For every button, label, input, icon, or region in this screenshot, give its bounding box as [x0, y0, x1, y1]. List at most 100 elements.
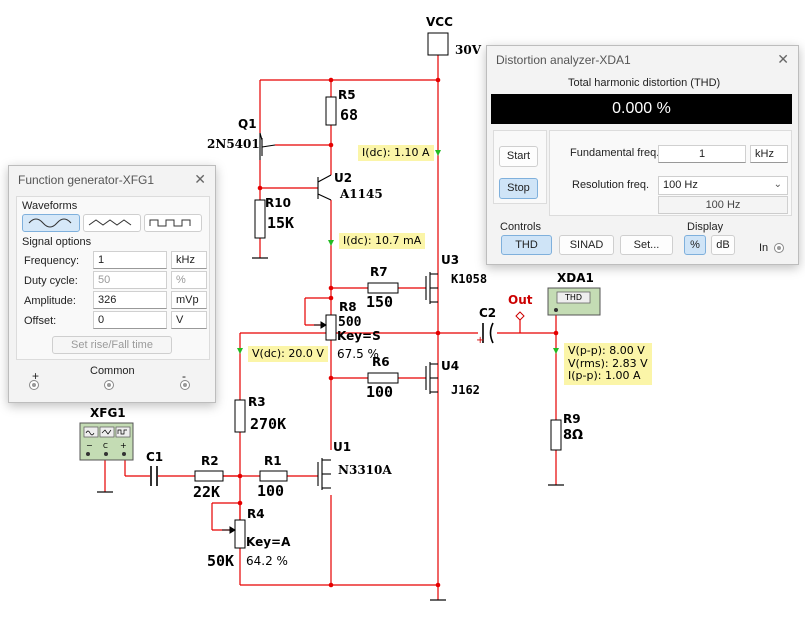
xda1-screen-text: THD [565, 293, 583, 302]
u1-name: U1 [333, 440, 352, 454]
fg-signal-options-label: Signal options [22, 236, 92, 248]
u4-name: U4 [441, 359, 460, 373]
da-fundamental-label: Fundamental freq. [570, 147, 660, 159]
transistor-q1 [259, 132, 276, 160]
da-close-icon[interactable]: ✕ [777, 51, 789, 67]
r5-value: 68 [340, 106, 359, 124]
sine-wave-icon [28, 218, 72, 228]
r3-name: R3 [248, 395, 266, 409]
da-fundamental-input[interactable]: 1 [658, 145, 746, 163]
da-resolution-selected: 100 Hz [663, 179, 698, 191]
fg-frequency-unit[interactable]: kHz [171, 251, 207, 269]
fg-amplitude-input[interactable]: 326 [93, 291, 167, 309]
r4-value: 50K [207, 552, 235, 570]
svg-text:C: C [103, 442, 108, 450]
function-generator-window[interactable]: Function generator-XFG1 ✕ Waveforms Sign… [8, 165, 216, 403]
fg-plus-terminal[interactable] [29, 380, 39, 390]
da-db-button[interactable]: dB [711, 235, 735, 255]
da-thd-display: 0.000 % [491, 94, 792, 124]
fg-minus-terminal[interactable] [180, 380, 190, 390]
triangle-wave-button[interactable] [83, 214, 141, 232]
r7-value: 150 [366, 293, 394, 311]
probe-vdc: V(dc): 20.0 V [248, 346, 328, 362]
fg-offset-unit[interactable]: V [171, 311, 207, 329]
da-resolution-select[interactable]: 100 Hz ⌄ [658, 176, 788, 195]
vcc-value: 30V [455, 43, 482, 57]
r8-value: 500 [338, 315, 362, 330]
xfg1-instrument: − C + [79, 422, 134, 461]
r8-percent: 67.5 % [337, 347, 379, 361]
pot-wipers [222, 321, 327, 534]
fg-close-icon[interactable]: ✕ [194, 171, 206, 187]
r1-name: R1 [264, 454, 282, 468]
q1-name: Q1 [238, 117, 257, 131]
r2-value: 22K [193, 483, 221, 501]
fg-minus-label: - [182, 369, 186, 383]
u4-part: J162 [451, 383, 480, 397]
fg-duty-label: Duty cycle: [24, 275, 78, 287]
fg-plus-label: + [32, 369, 40, 383]
da-fundamental-unit[interactable]: kHz [750, 145, 788, 163]
r8-key: Key=S [337, 329, 381, 343]
mosfet-u4 [425, 362, 438, 394]
u2-name: U2 [334, 171, 353, 185]
r10-name: R10 [265, 196, 291, 210]
set-rise-fall-button[interactable]: Set rise/Fall time [52, 336, 172, 354]
r5-name: R5 [338, 88, 356, 102]
xda1-instrument [547, 287, 601, 316]
da-set-button[interactable]: Set... [620, 235, 673, 255]
r8-name: R8 [339, 300, 357, 314]
da-title: Distortion analyzer-XDA1 [496, 53, 631, 67]
da-stop-button[interactable]: Stop [499, 178, 538, 199]
fg-amplitude-label: Amplitude: [24, 295, 76, 307]
fg-amplitude-unit[interactable]: mVp [171, 291, 207, 309]
fg-title: Function generator-XFG1 [18, 173, 155, 187]
da-start-button[interactable]: Start [499, 146, 538, 167]
fg-frequency-label: Frequency: [24, 255, 80, 267]
vcc-source [427, 32, 449, 56]
fg-common-terminal[interactable] [104, 380, 114, 390]
da-thd-header: Total harmonic distortion (THD) [568, 77, 721, 89]
probe-idc-vcc: I(dc): 1.10 A [358, 145, 434, 161]
square-wave-icon [149, 219, 191, 227]
fg-waveforms-label: Waveforms [22, 200, 78, 212]
fg-offset-input[interactable]: 0 [93, 311, 167, 329]
r4-name: R4 [247, 507, 265, 521]
da-display-label: Display [687, 221, 724, 233]
r6-name: R6 [372, 355, 390, 369]
distortion-analyzer-window[interactable]: Distortion analyzer-XDA1 ✕ Total harmoni… [486, 45, 799, 265]
xda1-name: XDA1 [557, 271, 594, 285]
c1-name: C1 [146, 450, 164, 464]
da-input-label: In [759, 242, 769, 254]
svg-text:+: + [476, 335, 484, 346]
u1-part: N3310A [338, 463, 392, 477]
r7-name: R7 [370, 265, 388, 279]
transistor-u2 [317, 174, 332, 201]
mosfet-u3 [425, 272, 438, 304]
probe-out-vpp: V(p-p): 8.00 V [568, 344, 645, 357]
r4-percent: 64.2 % [246, 554, 288, 568]
probe-output: V(p-p): 8.00 V V(rms): 2.83 V I(p-p): 1.… [564, 343, 652, 385]
capacitor-c1 [150, 466, 158, 486]
svg-text:−: − [86, 441, 93, 450]
fg-frequency-input[interactable]: 1 [93, 251, 167, 269]
da-input-terminal[interactable] [774, 243, 784, 253]
xfg1-name: XFG1 [90, 406, 126, 420]
da-sinad-button[interactable]: SINAD [559, 235, 614, 255]
probe-out-vrms: V(rms): 2.83 V [568, 356, 648, 370]
r4-key: Key=A [246, 535, 291, 549]
out-label: Out [508, 293, 533, 307]
r9-value: 8Ω [563, 428, 584, 443]
fg-duty-input[interactable]: 50 [93, 271, 167, 289]
sine-wave-button[interactable] [22, 214, 80, 232]
da-resolution-readout: 100 Hz [658, 196, 788, 214]
da-thd-button[interactable]: THD [501, 235, 552, 255]
u2-part: A1145 [340, 187, 383, 201]
fg-duty-unit[interactable]: % [171, 271, 207, 289]
svg-text:+: + [120, 441, 127, 450]
square-wave-button[interactable] [144, 214, 202, 232]
u3-name: U3 [441, 253, 460, 267]
da-percent-button[interactable]: % [684, 235, 706, 255]
r9-name: R9 [563, 412, 581, 426]
